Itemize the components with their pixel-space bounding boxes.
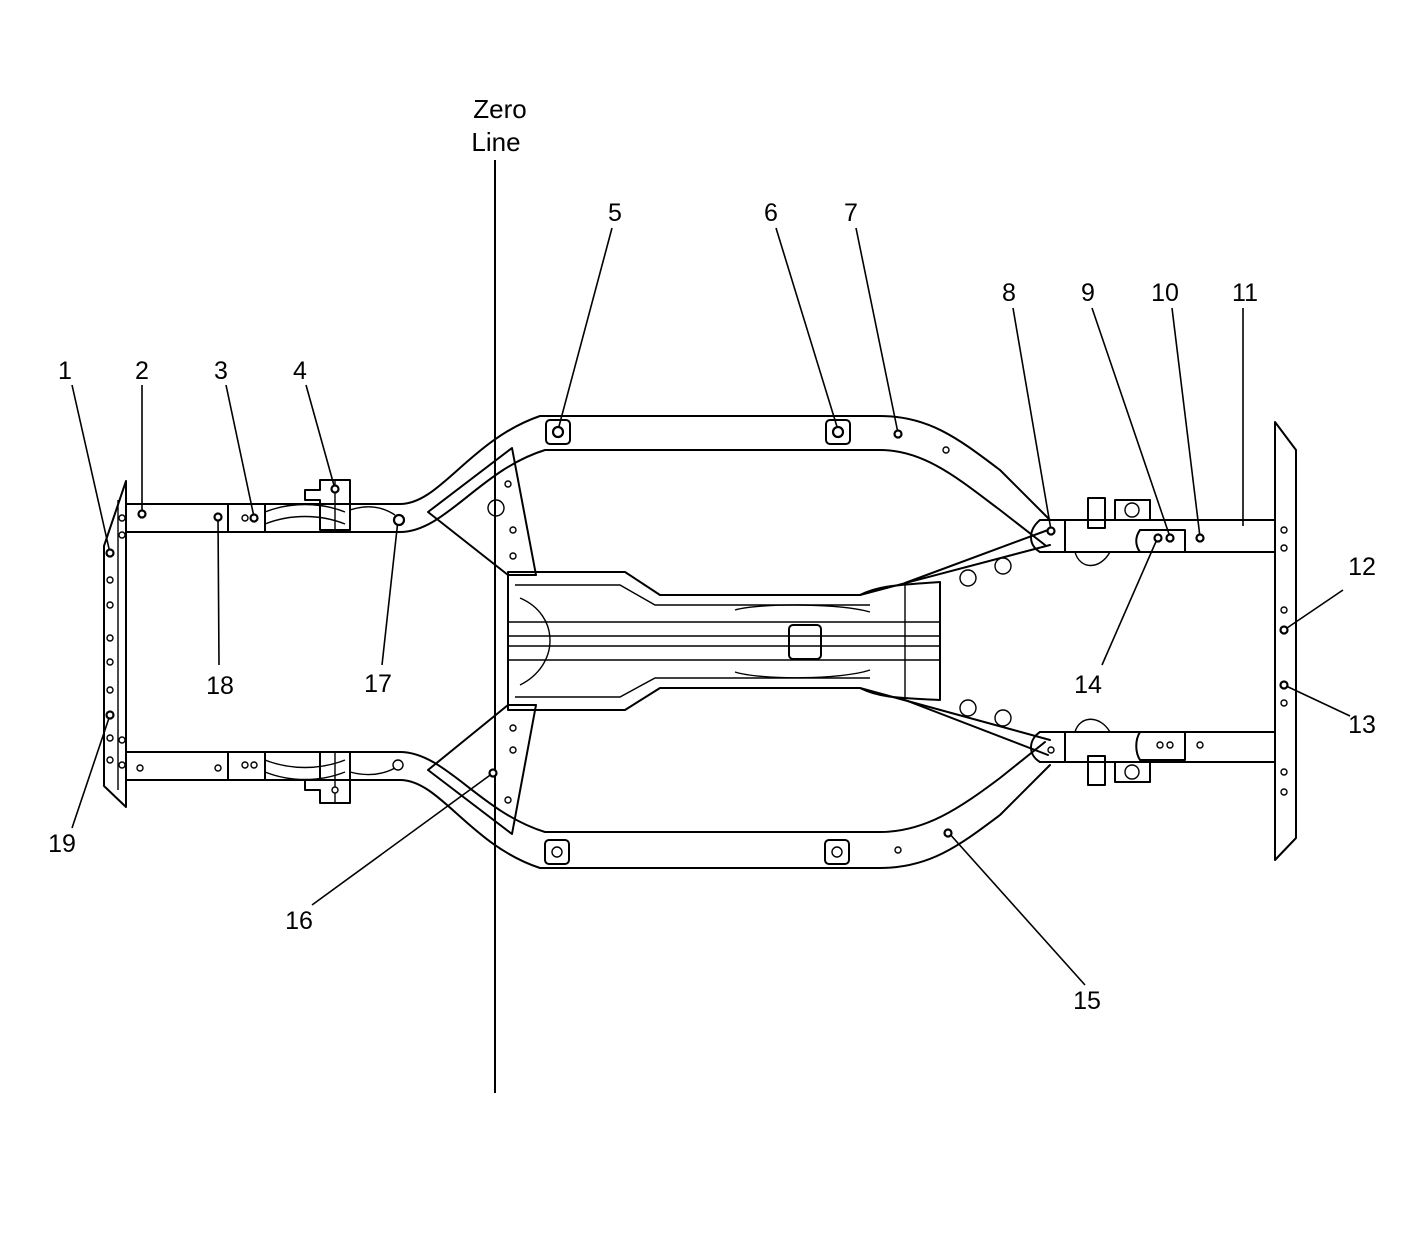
- ref-point-6: [831, 425, 845, 439]
- ref-point-1: [105, 548, 115, 558]
- ref-point-17: [392, 513, 406, 527]
- ref-point-13: [1279, 680, 1289, 690]
- ref-point-9: [1165, 533, 1175, 543]
- front-rail-upper: [125, 415, 1051, 521]
- zero-line-label-line1: Zero: [473, 94, 526, 124]
- ref-point-12: [1279, 625, 1289, 635]
- callout-6: 6: [764, 199, 778, 227]
- callout-4: 4: [293, 357, 307, 385]
- callout-3: 3: [214, 357, 228, 385]
- callout-labels: 1 2 3 4 5 6 7 8 9 10 11 12 13 14 15 16 1…: [48, 199, 1376, 1015]
- callout-8: 8: [1002, 279, 1016, 307]
- callout-16: 16: [285, 907, 313, 935]
- ref-point-16: [488, 768, 498, 778]
- callout-19: 19: [48, 830, 76, 858]
- reference-points: [105, 425, 1289, 838]
- x-gusset-upper: [427, 447, 537, 576]
- leader-lines: [71, 227, 1351, 986]
- frame-holes: [106, 446, 1288, 865]
- callout-17: 17: [364, 670, 392, 698]
- callout-12: 12: [1348, 553, 1376, 581]
- callout-14: 14: [1074, 671, 1102, 699]
- ref-point-3: [249, 513, 259, 523]
- callout-2: 2: [135, 357, 149, 385]
- ref-point-14: [1153, 533, 1163, 543]
- ref-point-8: [1046, 526, 1056, 536]
- callout-11: 11: [1232, 279, 1258, 307]
- callout-13: 13: [1348, 711, 1376, 739]
- ref-point-15: [943, 828, 953, 838]
- front-rail-lower: [125, 741, 1046, 833]
- x-gusset-lower: [427, 704, 537, 835]
- ref-point-7: [893, 429, 903, 439]
- center-x-member: [507, 571, 941, 711]
- zero-line-label-line2: Line: [471, 127, 520, 157]
- rear-crossmember: [1274, 421, 1297, 861]
- callout-18: 18: [206, 672, 234, 700]
- ref-point-5: [551, 425, 565, 439]
- ref-point-2: [137, 509, 147, 519]
- ref-point-10: [1195, 533, 1205, 543]
- ref-point-18: [213, 512, 223, 522]
- callout-9: 9: [1081, 279, 1095, 307]
- callout-5: 5: [608, 199, 622, 227]
- ref-point-19: [105, 710, 115, 720]
- callout-15: 15: [1073, 987, 1101, 1015]
- callout-10: 10: [1151, 279, 1179, 307]
- ref-point-4: [330, 484, 340, 494]
- vehicle-frame: [103, 415, 1297, 869]
- callout-7: 7: [844, 199, 858, 227]
- callout-1: 1: [58, 357, 72, 385]
